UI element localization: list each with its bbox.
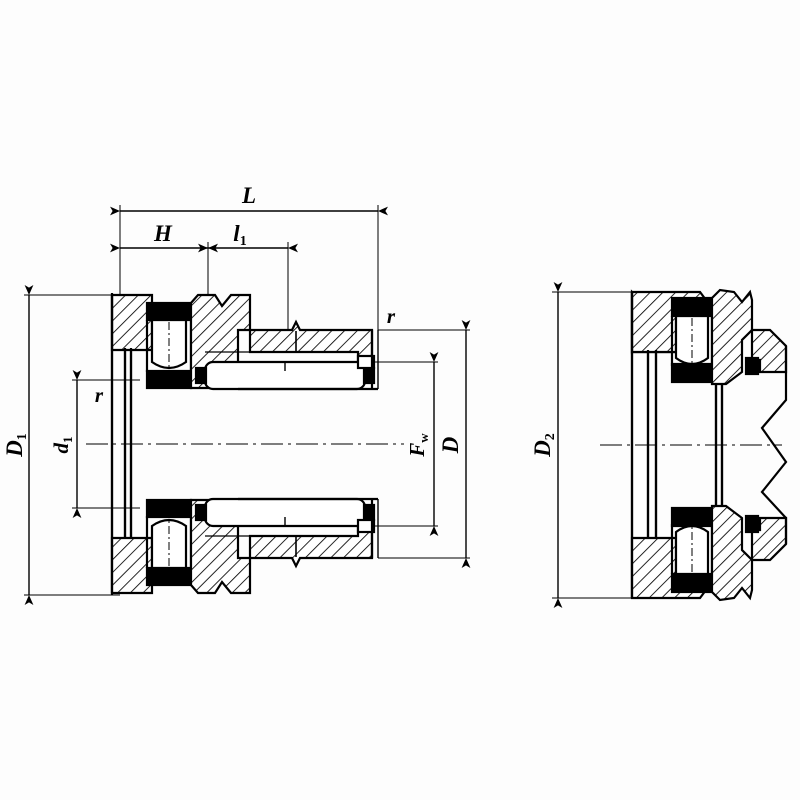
thrust-cage-band-lower-outer: [145, 566, 193, 587]
dimension-H: H: [110, 221, 218, 253]
partial-cage-band-lower-outer: [670, 572, 714, 594]
thrust-cage-band-upper-inner: [145, 369, 193, 390]
thrust-cage-band-lower-inner: [145, 498, 193, 519]
dimension-label-d1: d1: [49, 437, 75, 454]
partial-block-key-upper: [744, 356, 760, 376]
dimension-label-l1: l1: [233, 221, 246, 249]
dimension-label-D: D: [438, 436, 463, 454]
partial-block-key-lower: [744, 514, 760, 534]
partial-cage-band-upper-outer: [670, 296, 714, 318]
needle-cage-end-left-upper: [194, 366, 208, 385]
dimension-D2: D2: [530, 282, 563, 608]
dimension-l1: l1: [198, 221, 298, 253]
partial-cage-band-lower-inner: [670, 506, 714, 528]
thrust-cage-band-upper-outer: [145, 301, 193, 322]
dimension-label-r-left: r: [95, 383, 104, 407]
needle-rib-upper: [356, 354, 376, 370]
bearing-body-upper: [110, 293, 379, 595]
dimension-label-L: L: [241, 183, 256, 208]
needle-cage-end-left-lower: [194, 503, 208, 522]
partial-cage-band-upper-inner: [670, 362, 714, 384]
needle-rib-lower: [356, 518, 376, 534]
main-section-view: L H l1 D1 d1: [2, 183, 471, 605]
dimension-D: D: [438, 320, 471, 568]
dimension-label-r-right: r: [387, 304, 396, 328]
bearing-body-lower: [110, 293, 379, 595]
dimension-label-Fw: Fw: [405, 433, 431, 458]
dimension-L: L: [110, 183, 388, 216]
dimension-Fw: Fw: [405, 352, 439, 536]
partial-section-view: D2: [530, 282, 788, 608]
partial-side-ring-lower: [710, 504, 754, 602]
dimension-d1: d1: [49, 370, 82, 518]
partial-side-ring-upper: [710, 288, 754, 386]
dimension-label-D2: D2: [530, 433, 558, 458]
break-line-zigzag: [760, 346, 788, 544]
dimension-D1: D1: [2, 285, 34, 605]
dimension-label-H: H: [153, 221, 173, 246]
dimension-label-D1: D1: [2, 433, 30, 458]
